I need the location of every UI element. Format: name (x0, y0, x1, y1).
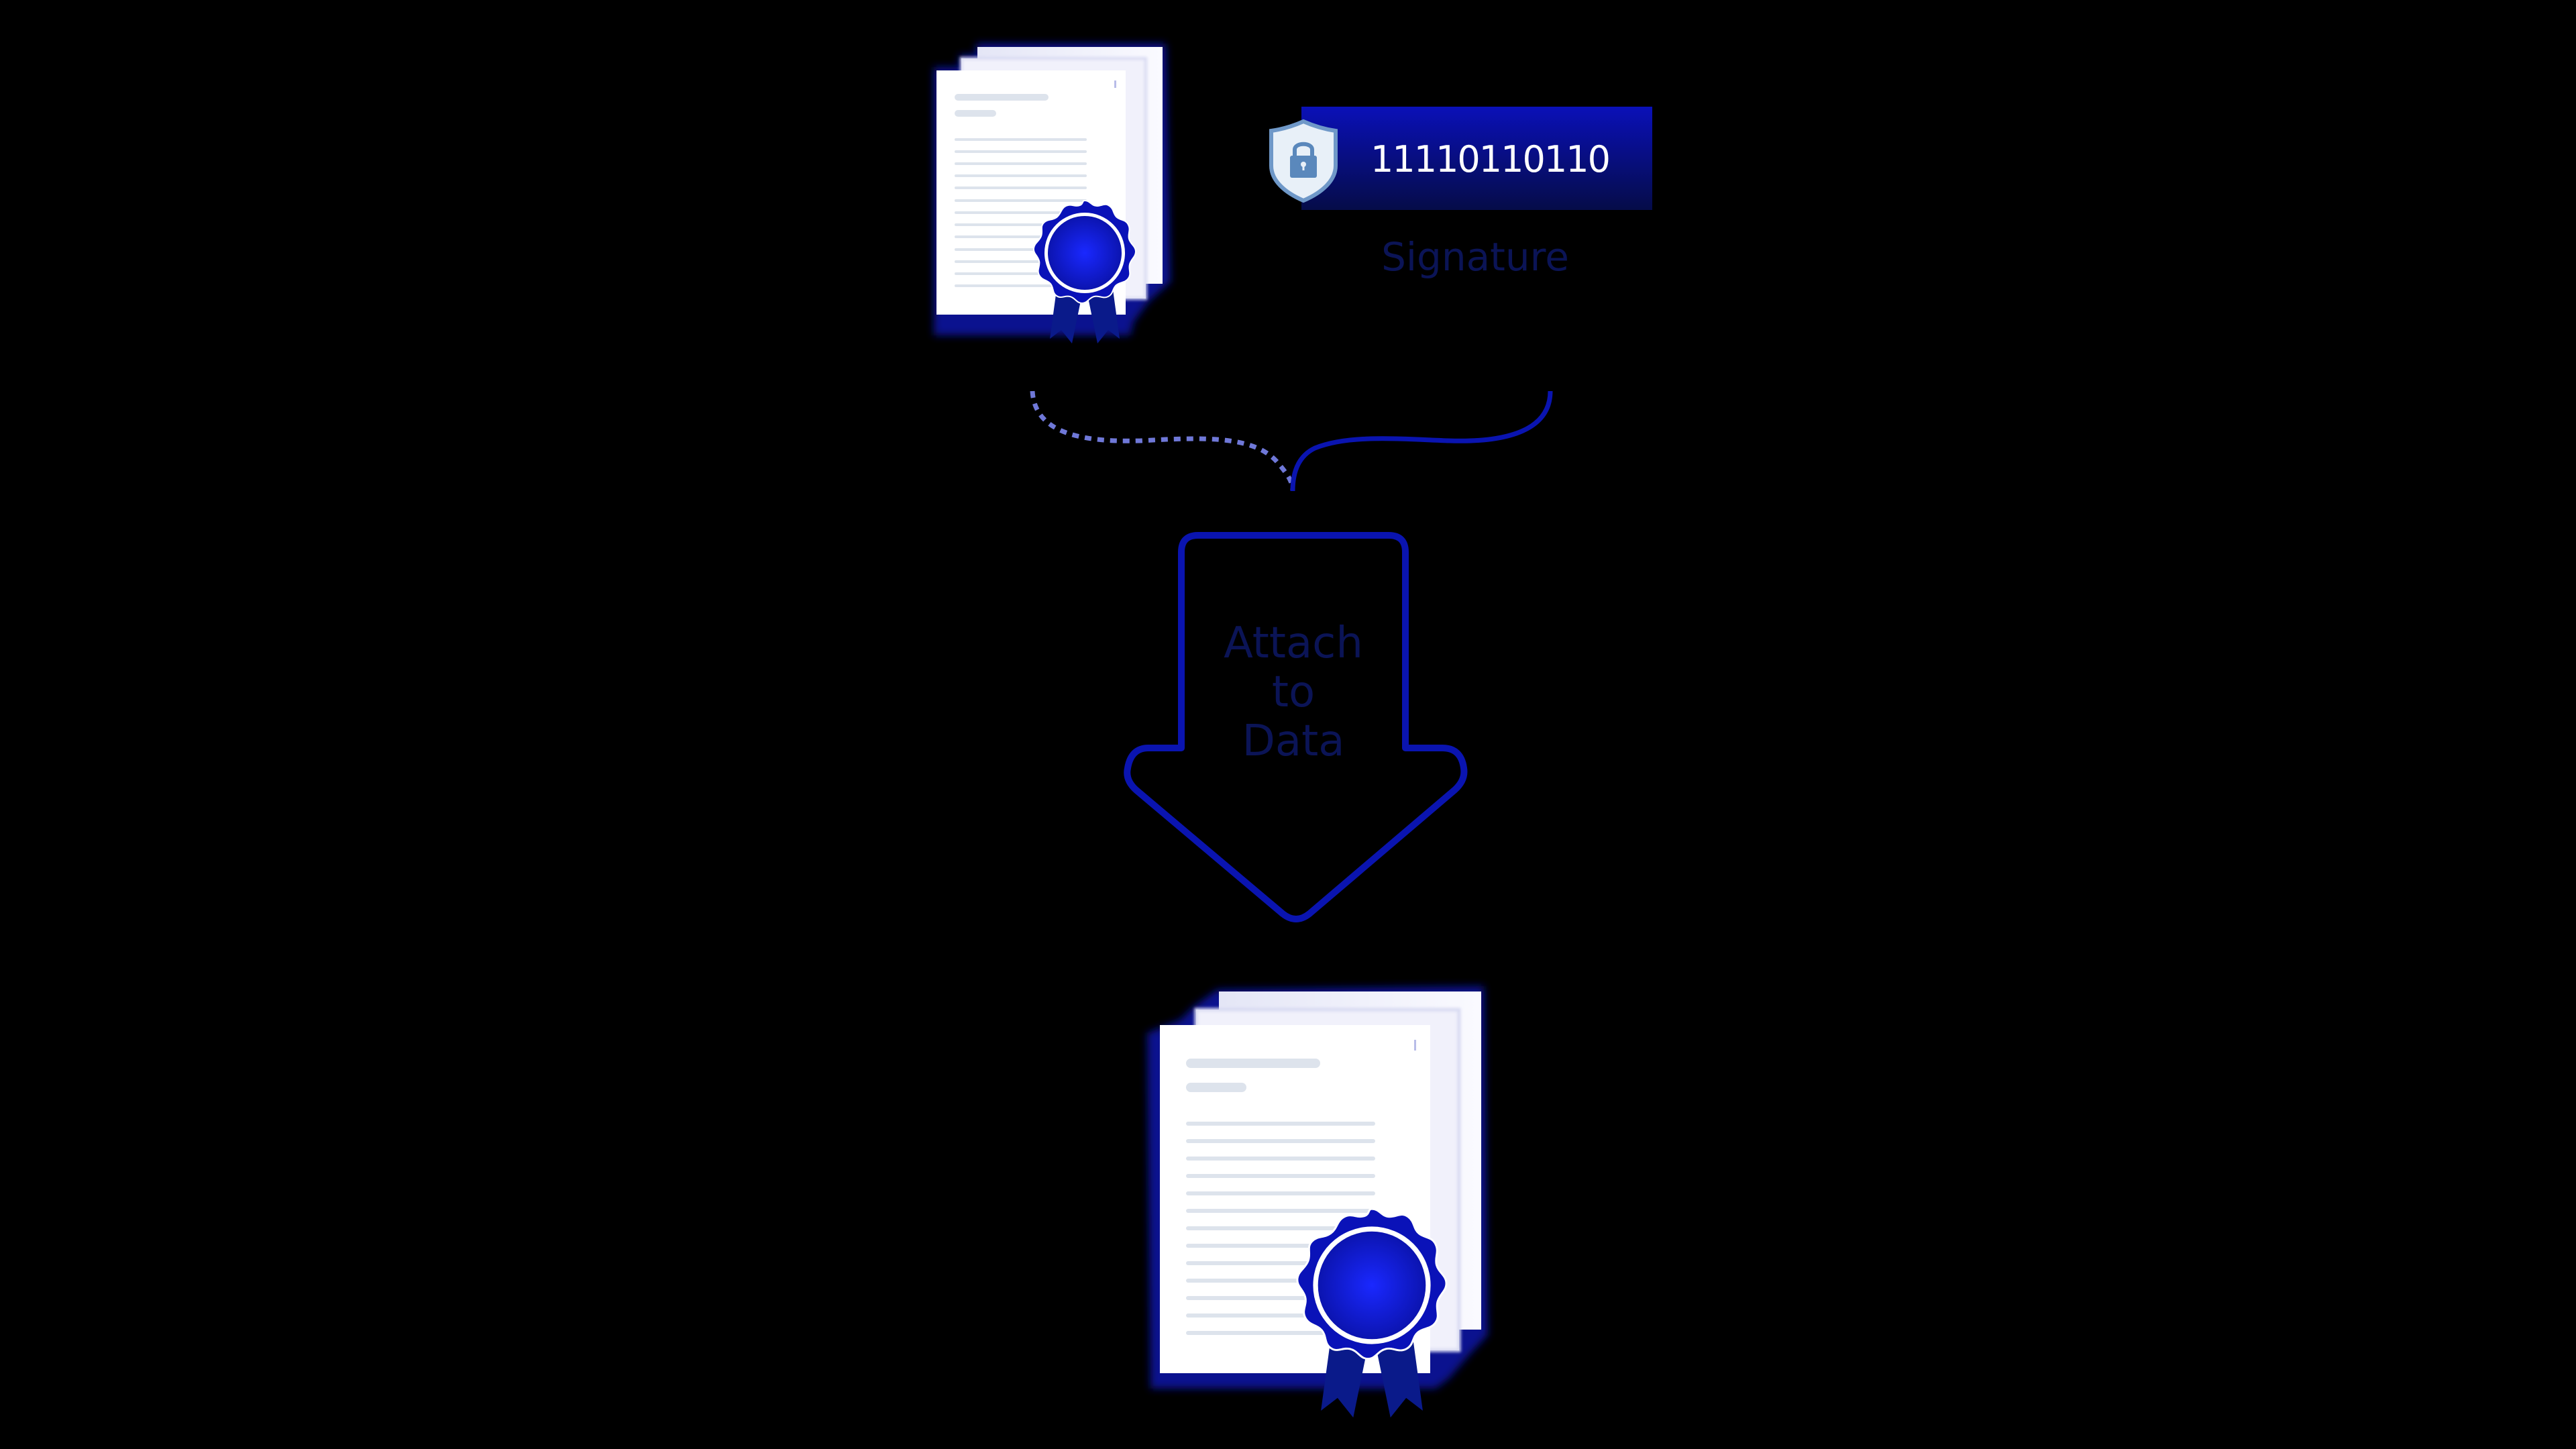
shield-lock-icon (1269, 119, 1338, 203)
signature-block: 11110110110 Signature (1269, 107, 1652, 280)
arrow-label-line-3: Data (1242, 716, 1345, 766)
document-text-lines (1186, 1122, 1375, 1335)
certificate-document-icon (1147, 986, 1488, 1418)
down-arrow-icon (1124, 532, 1468, 922)
solid-connector (1290, 390, 1553, 492)
merge-connector (1030, 390, 1553, 492)
seal-icon (1032, 199, 1137, 343)
result-document (1147, 986, 1488, 1418)
dashed-connector (1030, 390, 1295, 492)
signature-value: 11110110110 (1371, 138, 1609, 180)
source-document (934, 44, 1171, 343)
arrow-label-line-2: to (1272, 667, 1315, 717)
seal-icon (1296, 1208, 1448, 1418)
arrow-label-line-1: Attach (1224, 619, 1363, 668)
signature-label: Signature (1381, 234, 1569, 280)
attach-to-data-arrow: Attach to Data (1124, 532, 1468, 922)
signature-value-box (1301, 107, 1652, 210)
certificate-document-icon (934, 44, 1171, 343)
